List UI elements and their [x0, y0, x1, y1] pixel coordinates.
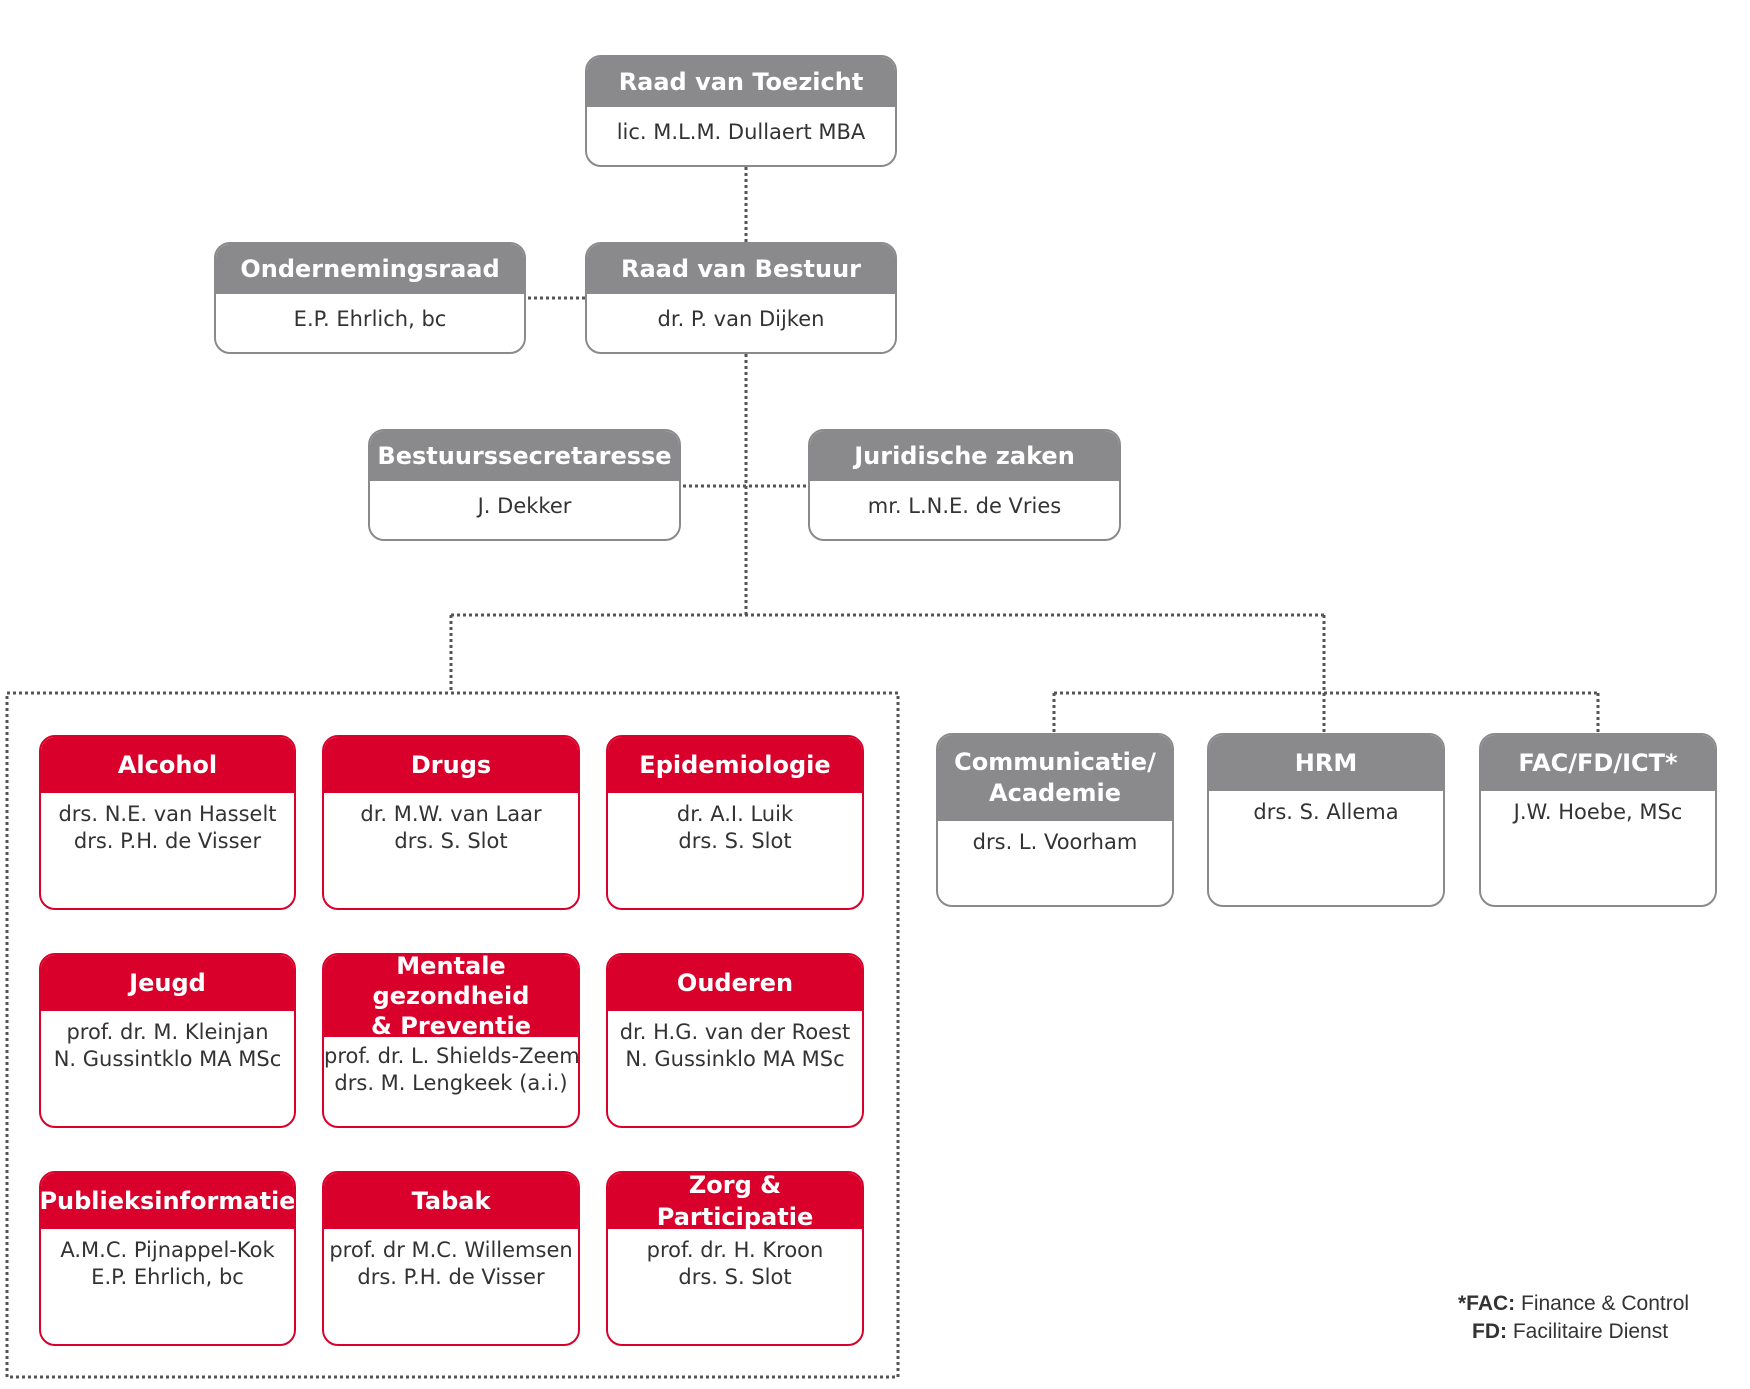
- box-program-mentale-gezondheid: Mentale gezondheid & Preventie prof. dr.…: [322, 953, 580, 1128]
- box-title: Ouderen: [608, 955, 862, 1011]
- box-people: J.W. Hoebe, MSc: [1513, 800, 1683, 824]
- box-raad-van-toezicht: Raad van Toezicht lic. M.L.M. Dullaert M…: [585, 55, 897, 167]
- box-people: drs. S. Allema: [1253, 800, 1399, 824]
- programs-group-frame: [5, 691, 900, 1379]
- box-people: J. Dekker: [477, 494, 572, 518]
- box-title: Raad van Toezicht: [587, 57, 895, 107]
- box-title: Alcohol: [41, 737, 294, 793]
- box-title: Juridische zaken: [810, 431, 1119, 481]
- box-people: drs. L. Voorham: [972, 830, 1138, 854]
- box-title: Raad van Bestuur: [587, 244, 895, 294]
- box-people: dr. P. van Dijken: [657, 307, 825, 331]
- box-title: Publieksinformatie: [41, 1173, 294, 1229]
- box-support-hrm: HRM drs. S. Allema: [1207, 733, 1445, 907]
- box-bestuurssecretaresse: Bestuurssecretaresse J. Dekker: [368, 429, 681, 541]
- box-title: FAC/FD/ICT*: [1481, 735, 1715, 791]
- box-title: Drugs: [324, 737, 578, 793]
- box-title: Communicatie/ Academie: [938, 735, 1172, 821]
- box-title: Bestuurssecretaresse: [370, 431, 679, 481]
- box-juridische-zaken: Juridische zaken mr. L.N.E. de Vries: [808, 429, 1121, 541]
- box-support-communicatie: Communicatie/ Academie drs. L. Voorham: [936, 733, 1174, 907]
- footnote-line-fd: FD: Facilitaire Dienst: [1472, 1320, 1669, 1343]
- box-ondernemingsraad: Ondernemingsraad E.P. Ehrlich, bc: [214, 242, 526, 354]
- box-title: Tabak: [324, 1173, 578, 1229]
- footnote-line-fac: *FAC: Finance & Control: [1458, 1292, 1690, 1315]
- box-support-fac-fd-ict: FAC/FD/ICT* J.W. Hoebe, MSc: [1479, 733, 1717, 907]
- box-people: lic. M.L.M. Dullaert MBA: [616, 120, 866, 144]
- box-title: Ondernemingsraad: [216, 244, 524, 294]
- box-title: Mentale gezondheid & Preventie: [324, 955, 578, 1040]
- box-people: mr. L.N.E. de Vries: [867, 494, 1062, 518]
- box-title: Epidemiologie: [608, 737, 862, 793]
- box-title: Jeugd: [41, 955, 294, 1011]
- box-raad-van-bestuur: Raad van Bestuur dr. P. van Dijken: [585, 242, 897, 354]
- footnote: *FAC: Finance & Control FD: Facilitaire …: [1458, 1290, 1689, 1346]
- box-title: HRM: [1209, 735, 1443, 791]
- box-title: Zorg & Participatie: [608, 1173, 862, 1231]
- box-people: E.P. Ehrlich, bc: [293, 307, 447, 331]
